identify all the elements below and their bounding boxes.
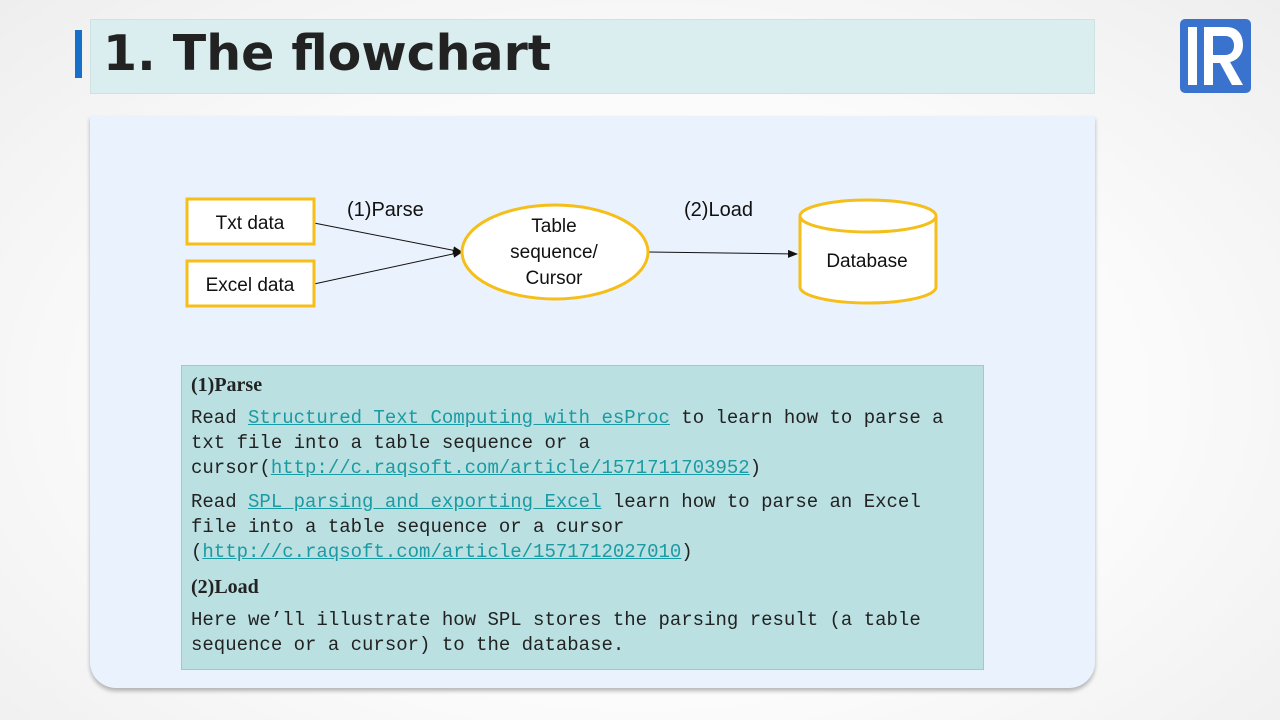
notes-p2-suffix: ) [681,541,693,563]
notes-load-heading: (2)Load [191,576,259,598]
node-txt-data-label: Txt data [216,213,285,234]
link-structured-text-computing[interactable]: Structured Text Computing with esProc [248,407,670,429]
edge-table-to-database [648,249,798,258]
title-accent-bar [75,30,82,78]
notes-load-paragraph: Here we’ll illustrate how SPL stores the… [191,609,921,656]
title-banner: 1. The flowchart [90,19,1095,94]
node-excel-data: Excel data [185,259,316,308]
notes-p2-prefix: Read [191,491,249,513]
link-spl-parsing-exporting-excel[interactable]: SPL parsing and exporting Excel [248,491,602,513]
notes-parse-heading: (1)Parse [191,374,263,396]
edge-label-load: (2)Load [684,199,753,221]
notes-p2-middle: learn how to parse an Excel file into a … [191,491,921,563]
node-table-sequence-cursor: Table sequence/ Cursor [460,203,650,301]
notes-p1-prefix: Read [191,407,249,429]
notes-p1-middle: to learn how to parse a txt file into a … [191,407,944,479]
node-excel-data-label: Excel data [206,275,295,296]
node-txt-data: Txt data [185,197,316,246]
notes-p1-suffix: ) [749,457,762,479]
notes-parse-excel-paragraph: Read SPL parsing and exporting Excel lea… [191,490,975,565]
node-table-label-line2: sequence/ [510,242,598,263]
node-database-label: Database [826,251,907,272]
notes-box: (1)Parse Read Structured Text Computing … [181,365,984,670]
node-database: Database [798,198,938,305]
edge-excel-to-table [313,249,463,285]
notes-parse-txt-paragraph: Read Structured Text Computing with esPr… [191,406,975,481]
edge-txt-to-table [313,222,463,255]
link-article-1571711703952[interactable]: http://c.raqsoft.com/article/15717117039… [270,457,750,479]
node-table-label-line3: Cursor [525,268,583,289]
raqsoft-r-logo-icon [1180,19,1251,93]
link-article-1571712027010[interactable]: http://c.raqsoft.com/article/15717120270… [202,541,682,563]
node-table-label-line1: Table [531,216,576,237]
edge-label-parse: (1)Parse [347,199,424,221]
page-title: 1. The flowchart [103,25,552,82]
